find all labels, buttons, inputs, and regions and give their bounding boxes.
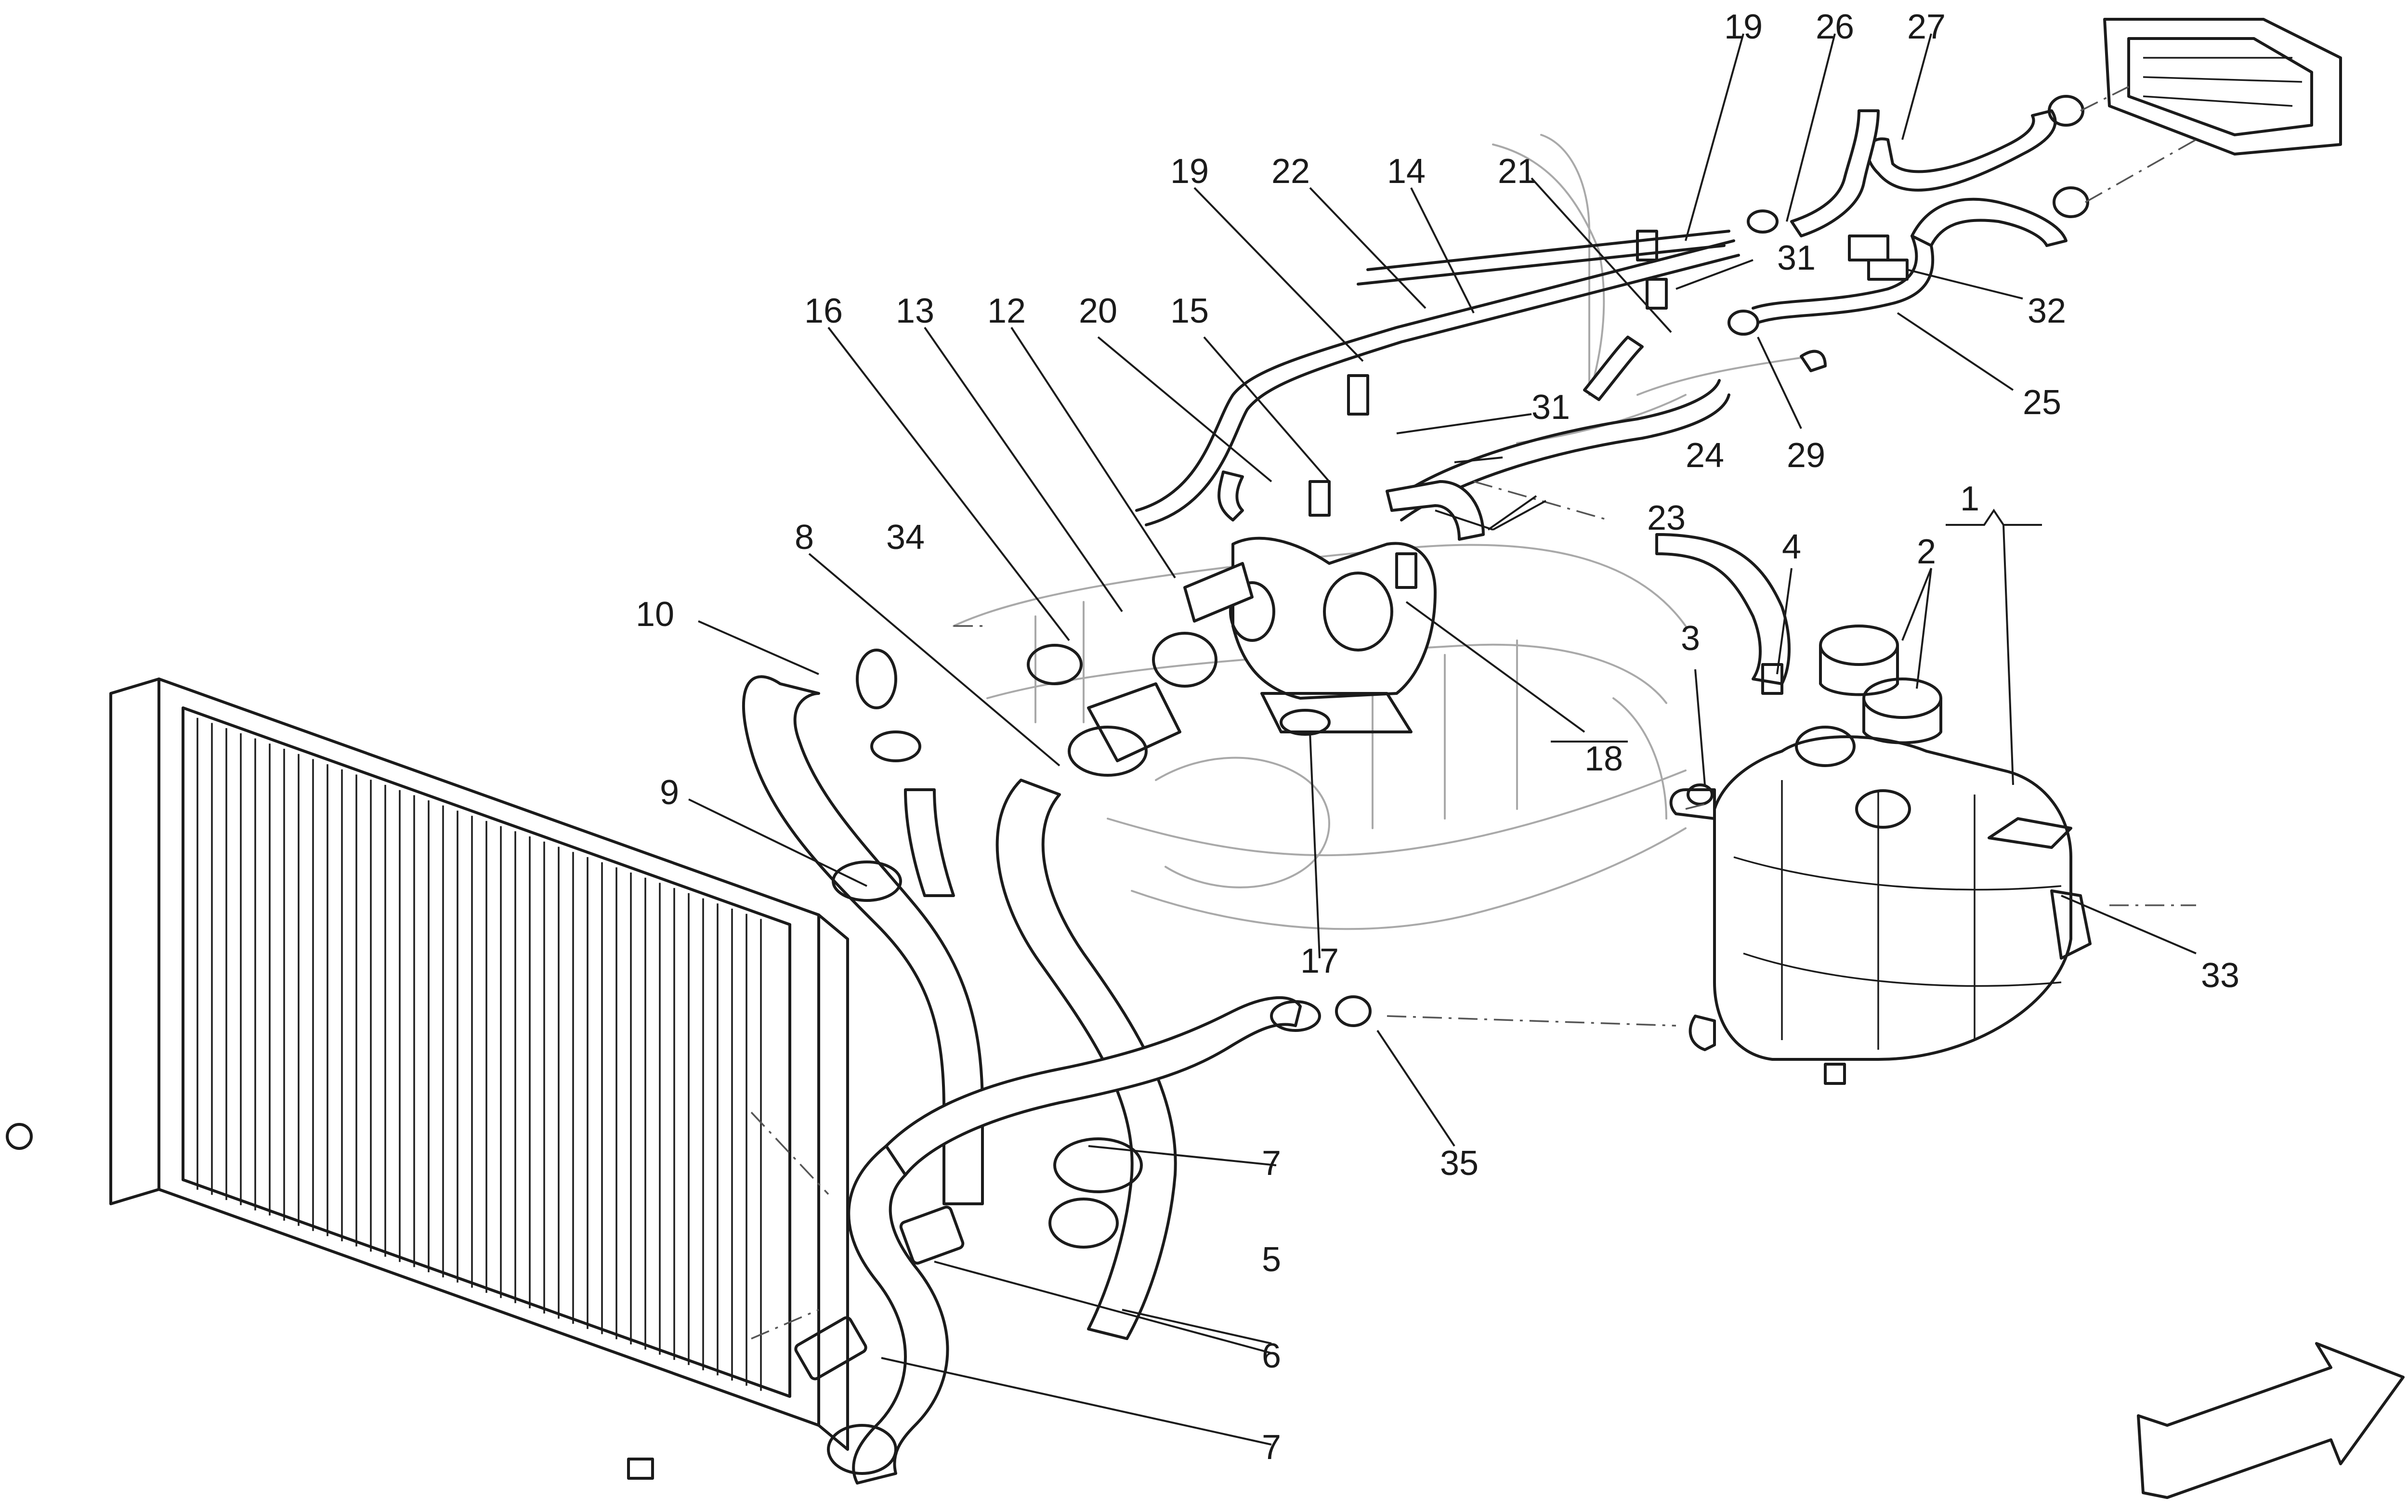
callout-15: 15 xyxy=(1170,292,1209,330)
lower-hose-assembly xyxy=(742,649,1372,1485)
callout-29: 29 xyxy=(1787,436,1825,475)
callout-10: 10 xyxy=(636,595,674,634)
callout-21: 21 xyxy=(1498,152,1536,191)
callout-labels: 1 2 3 4 5 6 7 7 8 9 10 12 13 14 15 16 17… xyxy=(636,8,2239,1467)
callout-33: 33 xyxy=(2201,956,2239,995)
callout-27: 27 xyxy=(1907,8,1946,46)
callout-3: 3 xyxy=(1681,619,1700,658)
leader-lines xyxy=(688,33,2197,1446)
callout-6: 6 xyxy=(1262,1337,1281,1375)
callout-4: 4 xyxy=(1782,528,1801,566)
callout-16: 16 xyxy=(804,292,843,330)
callout-12: 12 xyxy=(987,292,1026,330)
callout-34: 34 xyxy=(886,518,925,557)
callout-19-left: 19 xyxy=(1170,152,1209,191)
callout-9: 9 xyxy=(660,773,679,812)
callout-32: 32 xyxy=(2028,292,2066,330)
callout-22: 22 xyxy=(1271,152,1310,191)
callout-8: 8 xyxy=(795,518,814,557)
callout-13: 13 xyxy=(896,292,934,330)
tank-icon xyxy=(1669,625,2092,1085)
upper-hose-assembly xyxy=(1135,95,2089,695)
callout-31-upper: 31 xyxy=(1777,239,1816,277)
callout-18: 18 xyxy=(1584,740,1623,778)
callout-17: 17 xyxy=(1300,942,1339,980)
arrow-icon xyxy=(2137,1342,2405,1499)
callout-23: 23 xyxy=(1647,499,1686,537)
thermostat-icon xyxy=(1027,536,1437,777)
callout-35: 35 xyxy=(1440,1144,1479,1183)
alignment-lines xyxy=(750,481,2196,1340)
callout-7-lower: 7 xyxy=(1262,1428,1281,1467)
callout-25: 25 xyxy=(2023,383,2061,422)
callout-2: 2 xyxy=(1917,533,1936,571)
radiator-icon xyxy=(6,678,849,1480)
heater-connector-icon xyxy=(2080,18,2342,203)
callout-14: 14 xyxy=(1387,152,1426,191)
callout-5: 5 xyxy=(1262,1240,1281,1279)
callout-19-top: 19 xyxy=(1724,8,1763,46)
callout-1: 1 xyxy=(1960,480,1979,518)
callout-7-upper: 7 xyxy=(1262,1144,1281,1183)
callout-24: 24 xyxy=(1686,436,1724,475)
callout-26: 26 xyxy=(1816,8,1854,46)
callout-31-lower: 31 xyxy=(1531,388,1570,427)
callout-20: 20 xyxy=(1079,292,1117,330)
